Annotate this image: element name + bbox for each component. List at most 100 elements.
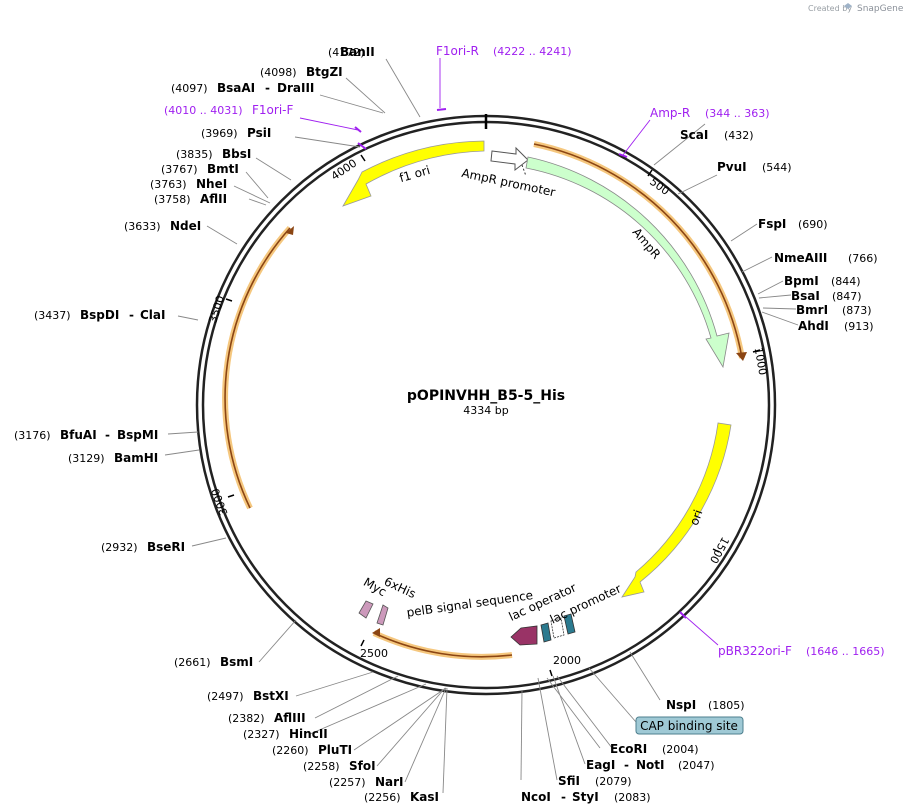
created-by-label: Created by — [808, 4, 852, 13]
ori-label: ori — [687, 508, 705, 527]
bsmi-label: BsmI — [220, 655, 253, 669]
noti-label: NotI — [636, 758, 665, 772]
ori-feature — [621, 422, 732, 598]
bamhi-label: BamHI — [114, 451, 158, 465]
afliii-label: AflIII — [274, 711, 306, 725]
bspdi-sep: - — [129, 308, 134, 322]
pelb-feature — [510, 625, 538, 646]
cap-site-mark — [540, 622, 552, 643]
psii-pos: (3969) — [201, 127, 238, 140]
myc-tag-label: Myc — [361, 575, 389, 599]
btgzi-pos: (4098) — [260, 66, 297, 79]
his-tag-feature — [376, 604, 389, 626]
pbr322ori-f-range: (1646 .. 1665) — [806, 645, 885, 658]
tick-label-3000: 3000 — [209, 486, 231, 517]
eagi-sep: - — [624, 758, 629, 772]
nmeaiii-pos: (766) — [848, 252, 878, 265]
kasi-label: KasI — [410, 790, 439, 804]
amp-r-range: (344 .. 363) — [705, 107, 770, 120]
bspdi-pos: (3437) — [34, 309, 71, 322]
nhei-label: NheI — [196, 177, 227, 191]
tick-label-1000: 1000 — [752, 346, 770, 376]
pvui-pos: (544) — [762, 161, 792, 174]
ecori-pos: (2004) — [662, 743, 699, 756]
ampr-promoter-feature — [490, 146, 529, 172]
aflii-pos: (3758) — [154, 193, 191, 206]
kasi-pos: (2256) — [364, 791, 401, 804]
bseri-label: BseRI — [147, 540, 185, 554]
ncoi-sep: - — [561, 790, 566, 804]
nspi-label: NspI — [666, 698, 696, 712]
f1-ori-feature — [342, 140, 485, 207]
bspmi-label: BspMI — [117, 428, 158, 442]
bsaai-pos: (4097) — [171, 82, 208, 95]
pluti-label: PluTI — [318, 743, 352, 757]
tick-label-500: 500 — [647, 175, 672, 198]
bsaai-sep: - — [265, 81, 270, 95]
sfii-label: SfiI — [558, 774, 580, 788]
f1ori-f-label: F1ori-F — [252, 103, 293, 117]
sfoi-pos: (2258) — [303, 760, 340, 773]
bpmi-pos: (844) — [831, 275, 861, 288]
bstxi-pos: (2497) — [207, 690, 244, 703]
fspi-label: FspI — [758, 217, 786, 231]
snapgene-brand: SnapGene — [857, 4, 904, 14]
lac-promoter-feature — [563, 613, 576, 635]
bseri-pos: (2932) — [101, 541, 138, 554]
nhei-pos: (3763) — [150, 178, 187, 191]
orf-arc-right — [533, 141, 747, 361]
scai-label: ScaI — [680, 128, 708, 142]
tick-label-2500: 2500 — [360, 647, 388, 660]
primer-leader-lines — [299, 58, 719, 646]
orf-arc-bottom — [372, 628, 513, 660]
bmri-pos: (873) — [842, 304, 872, 317]
bmti-label: BmtI — [207, 162, 239, 176]
nari-label: NarI — [375, 775, 404, 789]
sfii-pos: (2079) — [595, 775, 632, 788]
f1ori-f-range: (4010 .. 4031) — [164, 104, 243, 117]
tick-label-2000: 2000 — [553, 654, 581, 667]
hincii-pos: (2327) — [243, 728, 280, 741]
cap-binding-site-label: CAP binding site — [640, 719, 738, 733]
bfuai-pos: (3176) — [14, 429, 51, 442]
nari-pos: (2257) — [329, 776, 366, 789]
eagi-label: EagI — [586, 758, 615, 772]
pluti-pos: (2260) — [272, 744, 309, 757]
sfoi-label: SfoI — [349, 759, 376, 773]
ndei-label: NdeI — [170, 219, 201, 233]
ncoi-pos: (2083) — [614, 791, 651, 804]
bpmi-label: BpmI — [784, 274, 819, 288]
enzyme-leader-lines — [164, 58, 799, 794]
f1ori-r-range: (4222 .. 4241) — [493, 45, 572, 58]
styi-label: StyI — [572, 790, 599, 804]
bsmi-pos: (2661) — [174, 656, 211, 669]
bsai-label: BsaI — [791, 289, 820, 303]
draiii-label: DraIII — [277, 81, 314, 95]
ahdi-pos: (913) — [844, 320, 874, 333]
orf-arc-left — [222, 226, 294, 510]
f1ori-r-label: F1ori-R — [436, 44, 479, 58]
cap-binding-site-badge: CAP binding site — [635, 716, 744, 735]
hincii-label: HincII — [289, 727, 328, 741]
scai-pos: (432) — [724, 129, 754, 142]
nmeaiii-label: NmeAIII — [774, 251, 827, 265]
bmti-pos: (3767) — [161, 163, 198, 176]
primer-marks — [354, 108, 687, 619]
bamhi-pos: (3129) — [68, 452, 105, 465]
ampr-feature — [521, 156, 730, 369]
ncoi-label: NcoI — [521, 790, 551, 804]
myc-tag-feature — [358, 600, 374, 619]
ecori-label: EcoRI — [610, 742, 647, 756]
bbsi-pos: (3835) — [176, 148, 213, 161]
ahdi-label: AhdI — [798, 319, 829, 333]
bsai-pos: (847) — [832, 290, 862, 303]
bstxi-label: BstXI — [253, 689, 289, 703]
psii-label: PsiI — [247, 126, 271, 140]
bsaai-label: BsaAI — [217, 81, 255, 95]
bfuai-label: BfuAI — [60, 428, 97, 442]
banii-pos: (4172) — [328, 46, 365, 59]
afliii-pos: (2382) — [228, 712, 265, 725]
ndei-pos: (3633) — [124, 220, 161, 233]
lac-operator-feature — [550, 617, 565, 639]
amp-r-label: Amp-R — [650, 106, 690, 120]
